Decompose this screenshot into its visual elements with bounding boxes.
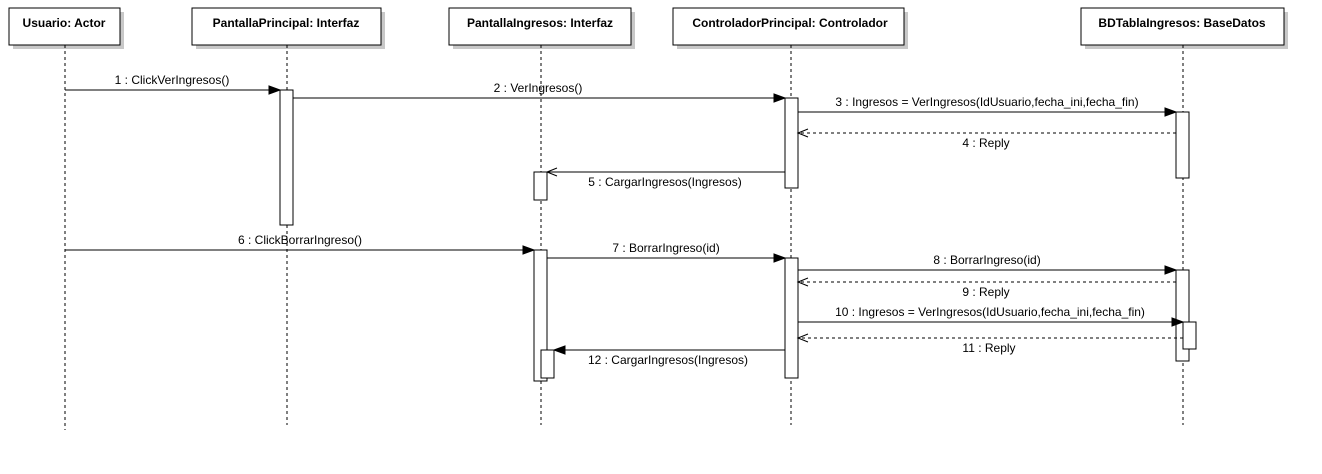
arrowhead-open-icon [796,128,809,138]
lifeline-bd: BDTablaIngresos: BaseDatos [1080,7,1288,425]
arrowhead-solid-icon [522,245,536,255]
lifeline-usuario-title: Usuario: Actor [23,16,106,30]
arrowhead-open-icon [796,333,809,343]
lifeline-pantalla-ingresos-box[interactable] [448,7,632,46]
lifeline-controlador: ControladorPrincipal: Controlador [672,7,908,425]
message-7-label: 7 : BorrarIngreso(id) [612,241,719,255]
message-1-label: 1 : ClickVerIngresos() [115,73,230,87]
arrowhead-solid-icon [1164,107,1178,117]
arrowhead-solid-icon [1164,265,1178,275]
arrowhead-solid-icon [773,253,787,263]
message-11-label: 11 : Reply [962,341,1015,355]
arrowhead-solid-icon [268,85,282,95]
message-5-label: 5 : CargarIngresos(Ingresos) [588,175,741,189]
message-2[interactable]: 2 : VerIngresos() [293,81,787,103]
activation-controlador-1[interactable] [784,97,799,189]
activation-pantalla-ingresos-2[interactable] [533,249,548,382]
lifeline-pantalla-principal-title: PantallaPrincipal: Interfaz [213,16,360,30]
message-11[interactable]: 11 : Reply [796,333,1183,355]
message-1[interactable]: 1 : ClickVerIngresos() [65,73,282,95]
lifeline-pantalla-ingresos: PantallaIngresos: Interfaz [448,7,635,425]
arrowhead-solid-icon [1171,317,1185,327]
message-2-label: 2 : VerIngresos() [494,81,583,95]
lifeline-pantalla-principal: PantallaPrincipal: Interfaz [191,7,385,425]
message-9[interactable]: 9 : Reply [796,277,1176,299]
activation-bd-1[interactable] [1175,111,1190,179]
lifeline-controlador-title: ControladorPrincipal: Controlador [692,16,888,30]
lifeline-usuario-box[interactable] [8,7,121,46]
arrowhead-solid-icon [773,93,787,103]
lifeline-bd-title: BDTablaIngresos: BaseDatos [1098,16,1265,30]
message-4-label: 4 : Reply [962,136,1009,150]
message-3-label: 3 : Ingresos = VerIngresos(IdUsuario,fec… [835,95,1138,109]
message-12[interactable]: 12 : CargarIngresos(Ingresos) [552,345,785,367]
lifeline-usuario: Usuario: Actor [8,7,124,430]
message-3[interactable]: 3 : Ingresos = VerIngresos(IdUsuario,fec… [798,95,1178,117]
lifeline-pantalla-principal-box[interactable] [191,7,382,46]
message-10[interactable]: 10 : Ingresos = VerIngresos(IdUsuario,fe… [798,305,1185,327]
message-10-label: 10 : Ingresos = VerIngresos(IdUsuario,fe… [835,305,1145,319]
arrowhead-solid-icon [552,345,566,355]
lifeline-pantalla-ingresos-title: PantallaIngresos: Interfaz [467,16,613,30]
activation-pantalla-ingresos-1[interactable] [533,171,548,201]
message-9-label: 9 : Reply [962,285,1009,299]
message-8-label: 8 : BorrarIngreso(id) [933,253,1040,267]
message-7[interactable]: 7 : BorrarIngreso(id) [547,241,787,263]
activation-bd-nested[interactable] [1182,321,1197,350]
message-5[interactable]: 5 : CargarIngresos(Ingresos) [545,167,785,189]
message-6[interactable]: 6 : ClickBorrarIngreso() [65,233,536,255]
lifeline-bd-box[interactable] [1080,7,1285,46]
lifeline-controlador-box[interactable] [672,7,905,46]
activation-controlador-2[interactable] [784,257,799,379]
message-8[interactable]: 8 : BorrarIngreso(id) [798,253,1178,275]
message-6-label: 6 : ClickBorrarIngreso() [238,233,362,247]
message-12-label: 12 : CargarIngresos(Ingresos) [588,353,748,367]
activation-pantalla-principal[interactable] [279,89,294,226]
message-4[interactable]: 4 : Reply [796,128,1176,150]
arrowhead-open-icon [796,277,809,287]
activation-pantalla-ingresos-nested[interactable] [540,349,555,379]
arrowhead-open-icon [545,167,558,177]
